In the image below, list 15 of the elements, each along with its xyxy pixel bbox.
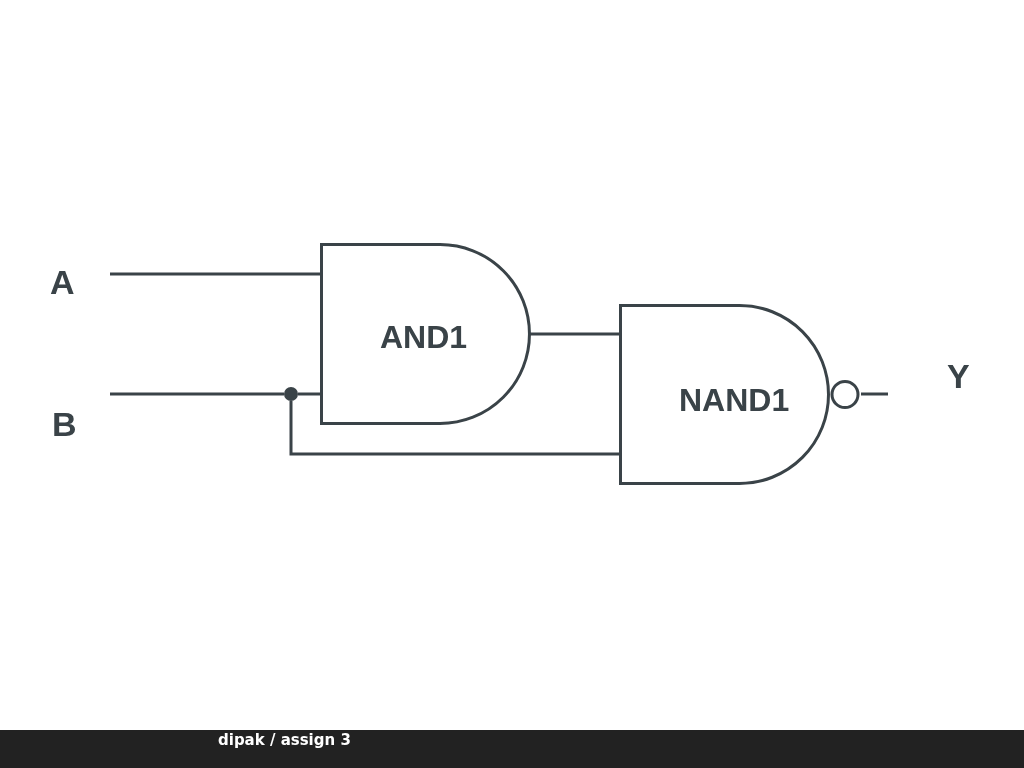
gate-name: AND1	[380, 319, 468, 355]
nand-gate-symbol	[619, 304, 861, 485]
title: dipak / assign 3	[218, 731, 351, 749]
gate-name: NAND1	[679, 382, 790, 418]
input-label: B	[52, 404, 110, 444]
and-gate-symbol	[320, 243, 531, 425]
wire	[289, 401, 619, 456]
junction-dot	[284, 387, 298, 401]
wire	[861, 392, 888, 396]
wire	[298, 392, 320, 396]
wire	[530, 332, 619, 336]
input-label: A	[50, 262, 110, 302]
wire	[110, 272, 320, 276]
output-label: Y	[947, 356, 970, 396]
wire	[110, 392, 284, 396]
